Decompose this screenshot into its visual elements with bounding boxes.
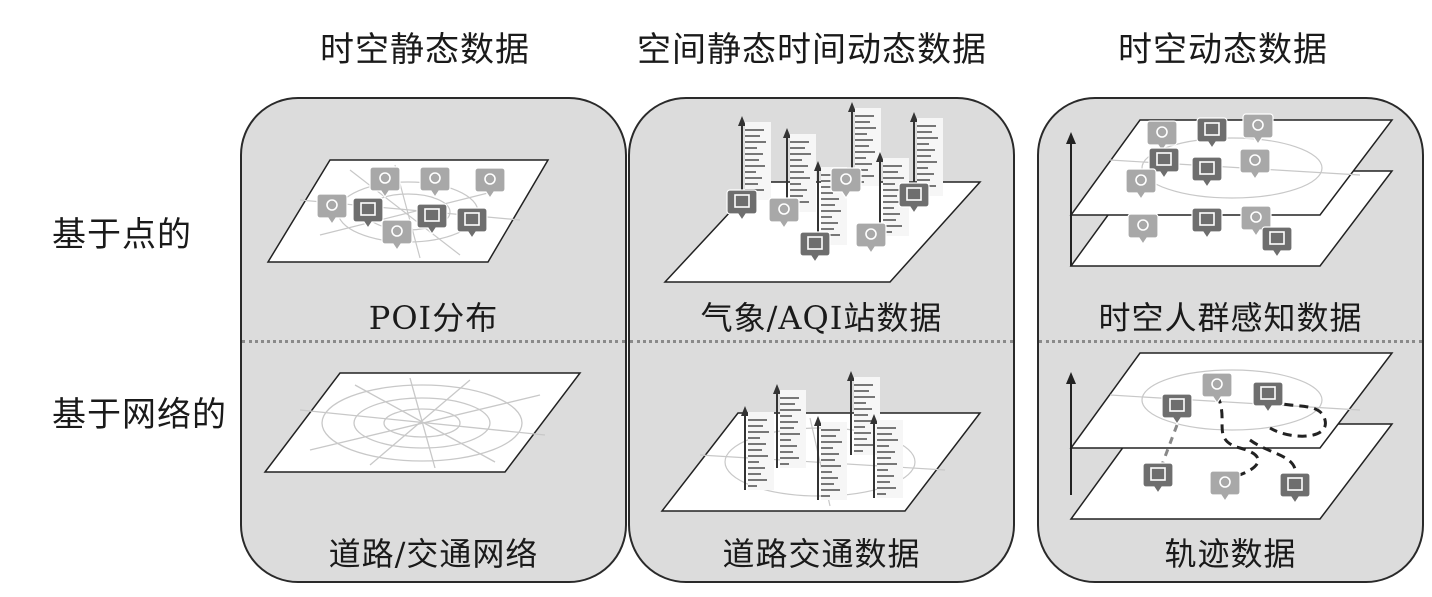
trajectory-planes <box>1066 352 1394 520</box>
row-divider <box>630 340 1013 343</box>
row-label-network-based: 基于网络的 <box>52 395 227 435</box>
cell-label-road-traffic: 道路交通数据 <box>722 535 921 573</box>
poi-map-plane <box>266 159 550 263</box>
weather-station-plane <box>663 101 982 283</box>
row-divider <box>1039 340 1422 343</box>
crowd-sensing-planes <box>1066 113 1394 267</box>
column-title-semi-dynamic: 空间静态时间动态数据 <box>637 30 987 70</box>
cell-label-poi: POI分布 <box>368 299 499 337</box>
road-traffic-plane <box>660 370 982 512</box>
cell-label-crowd-sensing: 时空人群感知数据 <box>1098 299 1363 337</box>
road-network-plane <box>263 372 582 473</box>
cell-label-road-network: 道路/交通网络 <box>328 535 539 573</box>
cell-label-weather-aqi: 气象/AQI站数据 <box>700 299 943 337</box>
row-divider <box>242 340 625 343</box>
row-label-point-based: 基于点的 <box>52 215 192 255</box>
cell-label-trajectory: 轨迹数据 <box>1164 535 1297 573</box>
column-title-static: 时空静态数据 <box>320 30 530 70</box>
column-title-dynamic: 时空动态数据 <box>1118 30 1328 70</box>
